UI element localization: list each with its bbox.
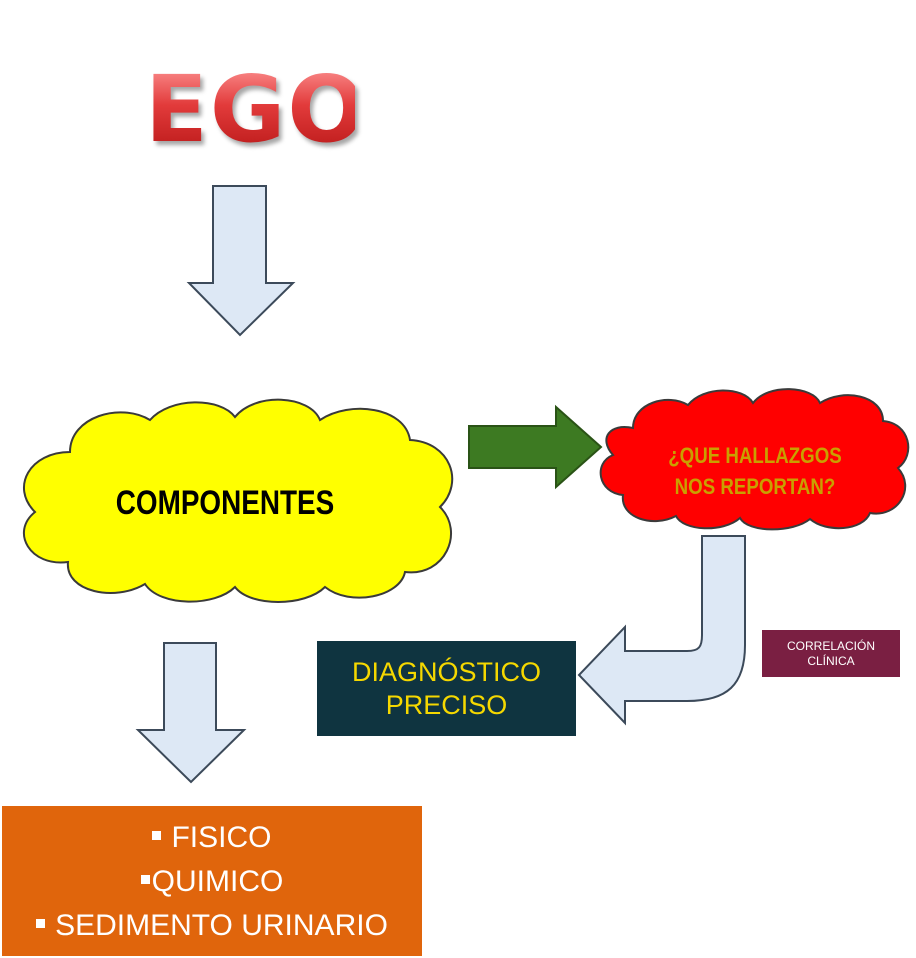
bullet-icon — [152, 830, 162, 840]
bullet-icon — [36, 918, 46, 928]
diagnosis-box: DIAGNÓSTICO PRECISO — [317, 641, 576, 736]
arrow-down-icon — [186, 185, 296, 337]
list-item: FISICO — [2, 818, 422, 858]
list-item: SEDIMENTO URINARIO — [2, 906, 422, 946]
correlation-box: CORRELACIÓN CLÍNICA — [762, 630, 900, 677]
findings-label: ¿QUE HALLAZGOS NOS REPORTAN? — [668, 443, 842, 499]
findings-cloud — [599, 388, 910, 531]
bullet-icon — [140, 874, 150, 884]
arrow-right-icon — [468, 404, 603, 490]
list-item: QUIMICO — [2, 862, 422, 902]
components-list-box: FISICO QUIMICO SEDIMENTO URINARIO — [2, 806, 422, 956]
curved-arrow-left-icon — [577, 535, 746, 726]
components-label: COMPONENTES — [115, 484, 335, 522]
components-cloud — [23, 398, 454, 603]
arrow-down-icon — [135, 642, 247, 784]
page-title: EGO — [145, 56, 368, 163]
